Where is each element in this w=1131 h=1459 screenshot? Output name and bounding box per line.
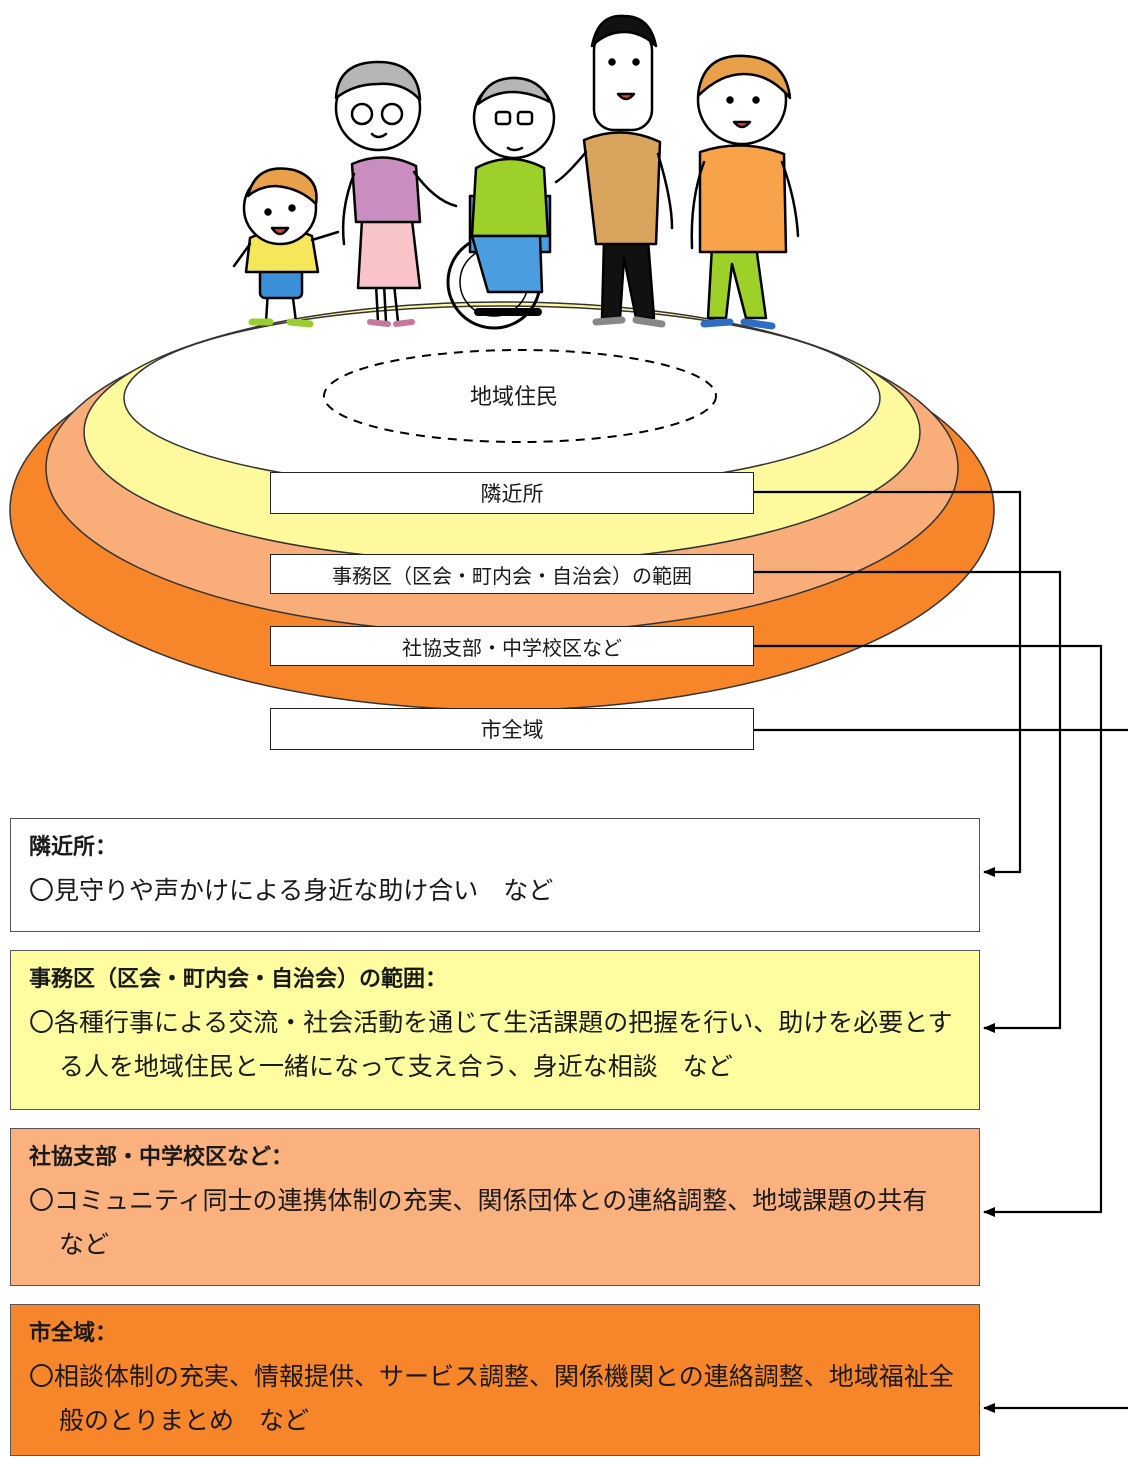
- grandmother-figure: [334, 60, 458, 327]
- level-label-text: 社協支部・中学校区など: [402, 635, 622, 660]
- desc-box-city: 市全域： 〇相談体制の充実、情報提供、サービス調整、関係機関との連絡調整、地域福…: [10, 1304, 980, 1456]
- connector-district: [754, 644, 1103, 1217]
- level-label-text: 事務区（区会・町内会・自治会）の範囲: [332, 563, 692, 588]
- desc-title: 事務区（区会・町内会・自治会）の範囲：: [29, 967, 448, 992]
- level-label-text: 市全域: [480, 718, 544, 742]
- residents-ellipse: [323, 349, 717, 443]
- connectors: [754, 490, 1128, 1413]
- desc-title: 隣近所：: [29, 835, 118, 860]
- level-label-district: 社協支部・中学校区など: [270, 626, 754, 666]
- desc-title: 社協支部・中学校区など：: [29, 1145, 294, 1170]
- child-figure: [232, 167, 340, 328]
- desc-body: 〇相談体制の充実、情報提供、サービス調整、関係機関との連絡調整、地域福祉全般のと…: [29, 1362, 954, 1435]
- desc-box-ward: 事務区（区会・町内会・自治会）の範囲： 〇各種行事による交流・社会活動を通じて生…: [10, 950, 980, 1110]
- level-label-text: 隣近所: [480, 482, 544, 506]
- mother-figure: [690, 54, 800, 330]
- residents-label: 地域住民: [470, 385, 558, 410]
- desc-title: 市全域：: [29, 1321, 118, 1346]
- desc-body: 〇各種行事による交流・社会活動を通じて生活課題の把握を行い、助けを必要とする人を…: [29, 1008, 953, 1081]
- connector-ward: [754, 570, 1062, 1033]
- desc-box-district: 社協支部・中学校区など： 〇コミュニティ同士の連携体制の充実、関係団体との連絡調…: [10, 1128, 980, 1286]
- connector-neighborhood: [754, 490, 1022, 877]
- level-label-city: 市全域: [270, 708, 754, 750]
- desc-body: 〇コミュニティ同士の連携体制の充実、関係団体との連絡調整、地域課題の共有 など: [29, 1186, 953, 1259]
- people-illustration: [232, 14, 800, 330]
- desc-body: 〇見守りや声かけによる身近な助け合い など: [29, 876, 554, 905]
- level-label-neighborhood: 隣近所: [270, 472, 754, 514]
- grandfather-figure: [446, 76, 556, 330]
- desc-box-neighborhood: 隣近所： 〇見守りや声かけによる身近な助け合い など: [10, 818, 980, 932]
- father-figure: [554, 14, 674, 328]
- level-label-ward: 事務区（区会・町内会・自治会）の範囲: [270, 554, 754, 594]
